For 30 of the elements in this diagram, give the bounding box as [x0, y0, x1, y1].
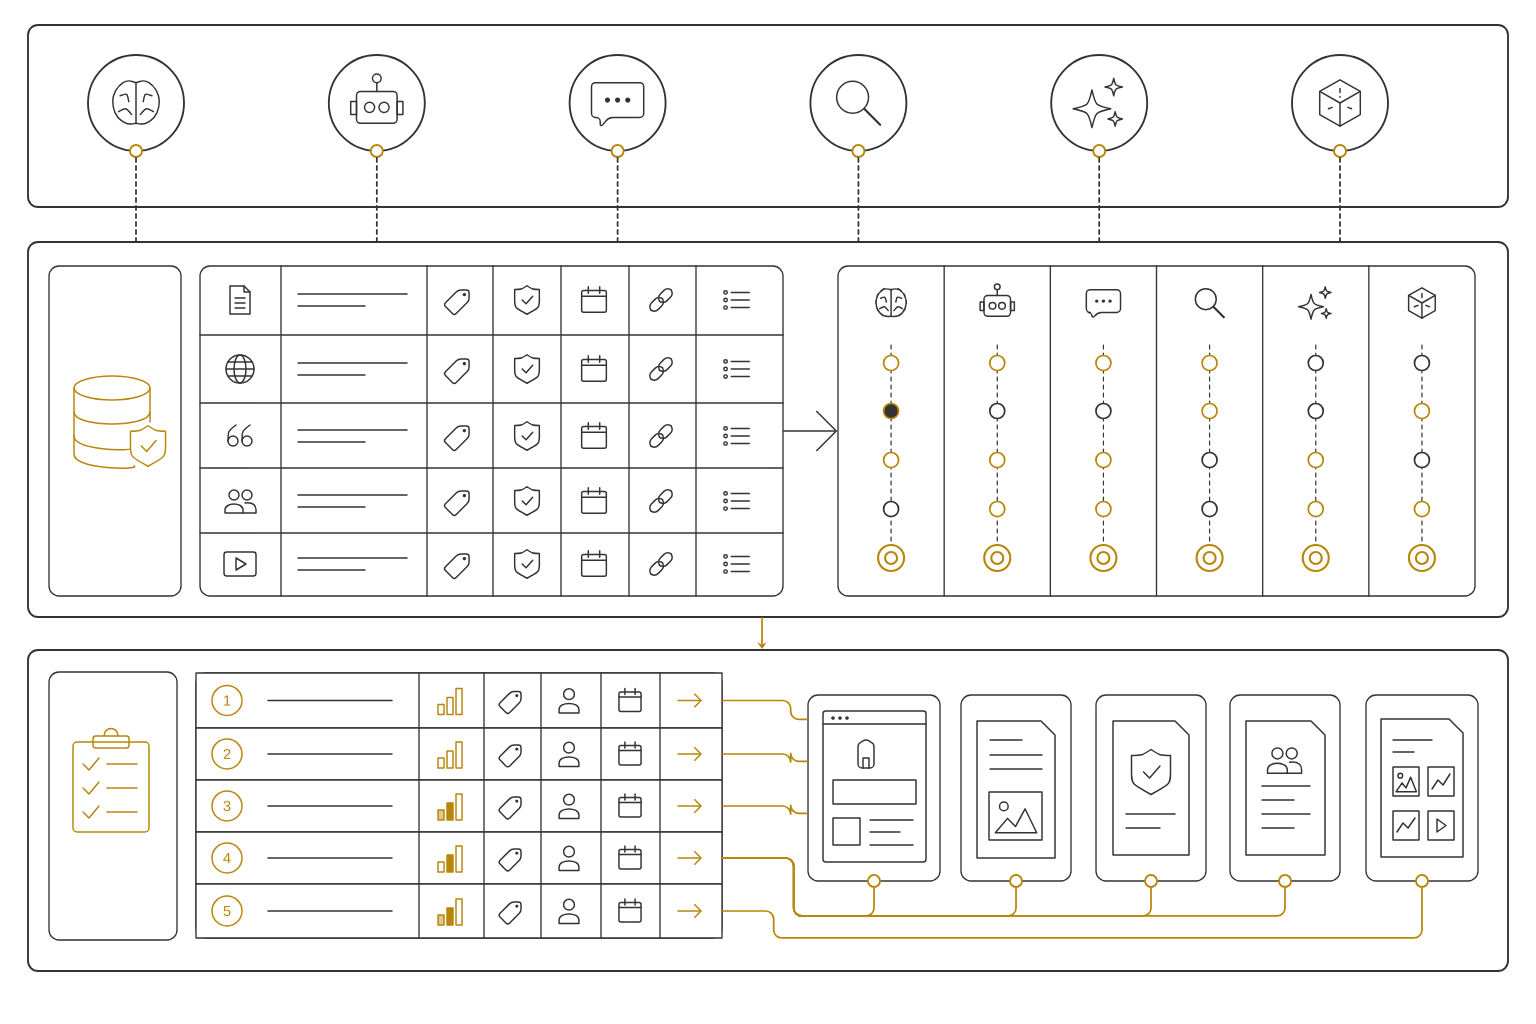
- connector-line: [721, 857, 1286, 917]
- connector-line: [721, 887, 1423, 939]
- connector-line: [721, 699, 809, 721]
- number-badge: 4: [211, 842, 243, 874]
- document-card: [960, 694, 1072, 882]
- timeline-panel: [837, 265, 1476, 597]
- document-card: [1229, 694, 1341, 882]
- icon-circle: [568, 54, 667, 152]
- icon-circle: [1050, 54, 1149, 152]
- document-card: [1095, 694, 1207, 882]
- connector-line: [721, 804, 809, 815]
- number-badge: 1: [211, 684, 243, 717]
- number-badge: 3: [211, 790, 243, 822]
- dashed-connector: [857, 157, 860, 242]
- icon-circle: [327, 54, 426, 152]
- number-badge: 2: [211, 738, 243, 770]
- table: [199, 265, 784, 597]
- dashed-connector: [1339, 157, 1341, 242]
- icon-circle: [1291, 54, 1389, 152]
- dashed-connector: [616, 157, 619, 242]
- card: [48, 671, 178, 941]
- dashed-connector: [375, 157, 378, 242]
- dashed-connector: [135, 157, 137, 242]
- number-badge: 5: [211, 895, 243, 927]
- connector-line: [721, 752, 809, 763]
- icon-circle: [87, 54, 185, 152]
- document-card: [807, 694, 941, 882]
- card: [48, 265, 182, 597]
- icon-circle: [809, 54, 908, 152]
- dashed-connector: [1098, 157, 1101, 242]
